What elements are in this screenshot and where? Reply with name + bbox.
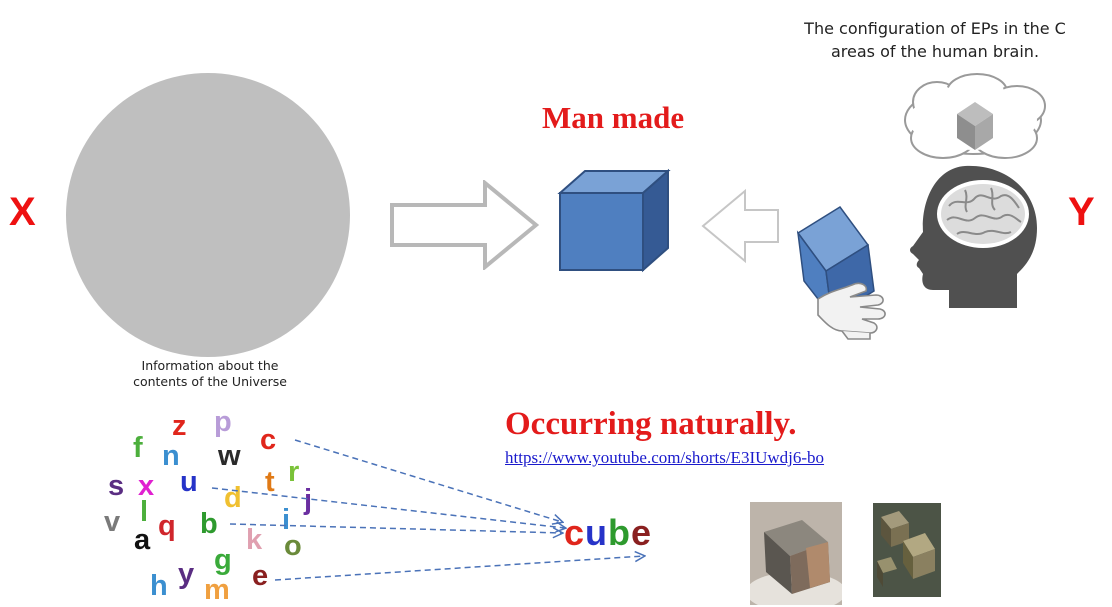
right-arrow-icon xyxy=(390,180,540,270)
pyrite-photo-1 xyxy=(750,502,842,605)
connector-c xyxy=(294,439,562,522)
letter-v: v xyxy=(104,506,121,538)
cube-word: cube xyxy=(564,512,652,554)
label-y: Y xyxy=(1068,190,1095,234)
letter-w: w xyxy=(218,440,241,472)
connector-e xyxy=(274,556,644,581)
letter-t: t xyxy=(265,466,275,498)
letter-u: u xyxy=(180,466,198,498)
cube-letter-c: c xyxy=(564,512,586,553)
thought-cloud-icon xyxy=(904,73,1046,159)
letter-b: b xyxy=(200,508,218,540)
letter-i: i xyxy=(282,504,291,536)
occurring-naturally-title: Occurring naturally. xyxy=(505,406,797,442)
letter-m: m xyxy=(204,574,230,606)
human-head-icon xyxy=(910,165,1037,308)
cube-letter-u: u xyxy=(585,512,609,553)
hand-holding-cube-icon xyxy=(796,205,886,340)
cube-letter-b: b xyxy=(608,512,632,553)
letter-r: r xyxy=(288,456,300,488)
letter-y: y xyxy=(178,558,195,590)
connector-u xyxy=(211,487,565,528)
man-made-title: Man made xyxy=(542,100,685,135)
letter-h: h xyxy=(150,570,168,602)
brain-caption: The configuration of EPs in the C areas … xyxy=(804,19,1066,61)
youtube-link[interactable]: https://www.youtube.com/shorts/E3IUwdj6-… xyxy=(505,448,825,467)
label-x: X xyxy=(9,190,36,234)
letter-z: z xyxy=(172,410,187,442)
letter-q: q xyxy=(158,510,176,542)
letter-c: c xyxy=(260,424,277,456)
left-arrow-icon xyxy=(701,188,779,264)
cube-icon xyxy=(557,168,671,273)
letter-g: g xyxy=(214,544,232,576)
letter-n: n xyxy=(162,440,180,472)
connector-b xyxy=(229,523,562,533)
letter-e: e xyxy=(252,560,269,592)
letter-j: j xyxy=(304,484,313,516)
cube-letter-e: e xyxy=(631,512,653,553)
letter-o: o xyxy=(284,530,302,562)
letter-l: l xyxy=(140,496,149,528)
pyrite-photo-2 xyxy=(873,503,941,597)
letter-p: p xyxy=(214,406,232,438)
universe-circle xyxy=(66,73,350,357)
letter-s: s xyxy=(108,470,125,502)
letter-k: k xyxy=(246,524,263,556)
letter-f: f xyxy=(133,432,143,464)
letter-a: a xyxy=(134,524,151,556)
universe-caption: Information about the contents of the Un… xyxy=(133,358,287,389)
letter-x: x xyxy=(138,470,155,502)
